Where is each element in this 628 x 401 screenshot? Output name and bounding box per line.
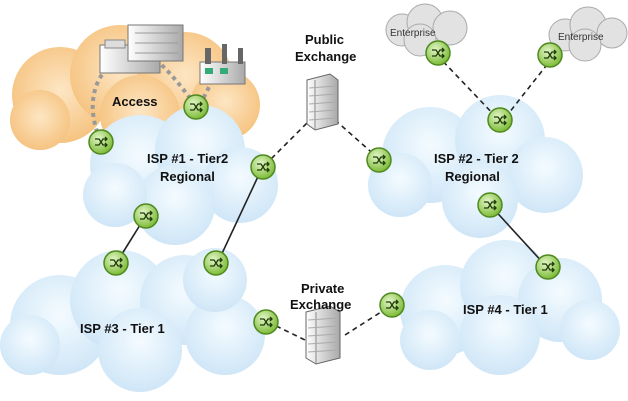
- isp1-label-line2: Regional: [160, 169, 215, 184]
- enterprise-link-1: [436, 54, 498, 119]
- private-exchange-label-line1: Private: [301, 281, 344, 296]
- router-icon: [379, 292, 405, 318]
- router-icon: [133, 203, 159, 229]
- isp2-cloud: [368, 95, 583, 238]
- isp1-label-line1: ISP #1 - Tier2: [147, 151, 228, 166]
- router-icon: [253, 309, 279, 335]
- routers: [88, 40, 563, 335]
- router-icon: [203, 250, 229, 276]
- router-icon: [183, 94, 209, 120]
- enterprise-label-1: Enterprise: [390, 28, 436, 39]
- router-icon: [477, 192, 503, 218]
- isp2-label-line2: Regional: [445, 169, 500, 184]
- isp1-isp3-link-2: [217, 167, 263, 263]
- router-icon: [425, 40, 451, 66]
- router-icon: [250, 154, 276, 180]
- router-icon: [487, 107, 513, 133]
- isp2-isp4-link: [489, 204, 546, 266]
- isp4-label: ISP #4 - Tier 1: [463, 302, 548, 317]
- router-icon: [366, 147, 392, 173]
- isp4-cloud: [400, 240, 620, 375]
- isp2-label-line1: ISP #2 - Tier 2: [434, 151, 519, 166]
- private-exchange-label-line2: Exchange: [290, 297, 351, 312]
- public-exchange-building-icon: [306, 73, 339, 131]
- isp3-cloud: [0, 248, 265, 392]
- enterprise-cloud-1: [385, 3, 468, 57]
- public-exchange-label-line2: Exchange: [295, 49, 356, 64]
- router-icon: [103, 250, 129, 276]
- office-building-icon: [99, 24, 184, 74]
- enterprise-label-2: Enterprise: [558, 32, 604, 43]
- factory-icon: [199, 44, 246, 85]
- access-label: Access: [112, 94, 158, 109]
- isp3-private-link: [267, 321, 306, 341]
- private-exchange-building-icon: [305, 305, 341, 365]
- isp1-cloud: [83, 105, 278, 245]
- isp1-public-link: [264, 119, 311, 166]
- public-exchange-label-line1: Public: [305, 32, 344, 47]
- router-icon: [537, 42, 563, 68]
- router-icon: [535, 254, 561, 280]
- enterprise-link-2: [504, 56, 554, 119]
- router-icon: [88, 129, 114, 155]
- isp3-label: ISP #3 - Tier 1: [80, 321, 165, 336]
- enterprise-cloud-2: [548, 6, 628, 62]
